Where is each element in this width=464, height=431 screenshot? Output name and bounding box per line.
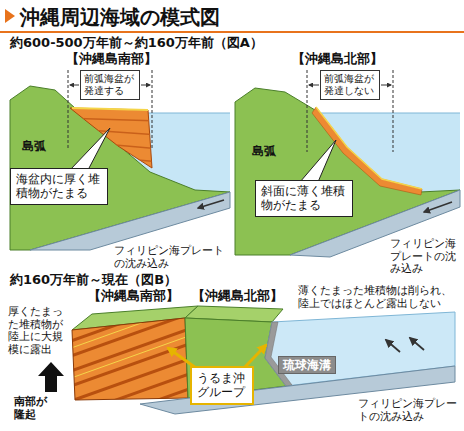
island-arc-label: 島弧 <box>22 140 46 154</box>
panel-heading: 約600-500万年前～約160万年前（図A） <box>10 36 263 51</box>
plate-motion-arrow <box>198 200 224 208</box>
plate-label: フィリピン海プレートの沈み込み <box>358 398 460 423</box>
callout-tail <box>70 128 110 170</box>
area-heading: 【沖縄島南部】 <box>66 52 157 67</box>
sediment-layer <box>60 140 160 149</box>
uplift-label: 南部が隆起 <box>14 396 52 421</box>
title-marker <box>5 9 15 23</box>
trench-badge: 琉球海溝 <box>278 356 336 374</box>
area-heading: 【沖縄島南部】 <box>88 289 179 304</box>
pointer-arrow <box>244 345 266 368</box>
annotation-box: 前弧海盆が発達しない <box>320 70 380 100</box>
box-text: 前弧海盆が発達する <box>84 73 136 97</box>
pointer-arrow <box>168 348 196 368</box>
callout-box: 海盆内に厚く堆積物がたまる <box>10 168 108 205</box>
group-box: うるま沖グループ <box>190 366 254 405</box>
callout-box: 斜面に薄く堆積物がたまる <box>255 180 353 217</box>
box-text: うるま沖グループ <box>197 371 247 400</box>
sediment-layer <box>60 325 200 375</box>
panel-heading: 約160万年前～現在（図B） <box>10 273 177 288</box>
south-exposed-sediment <box>72 318 188 400</box>
bracket-arrow <box>309 85 319 86</box>
box-text: 斜面に薄く堆積物がたまる <box>261 184 347 213</box>
sediment-top <box>72 108 148 110</box>
bracket-dash <box>152 70 153 150</box>
sediment-layer <box>60 302 200 352</box>
area-heading: 【沖縄島北部】 <box>292 52 383 67</box>
diagram-title: 沖縄周辺海域の模式図 <box>20 4 220 31</box>
bracket-arrow <box>381 85 391 86</box>
island-arc-label: 島弧 <box>252 145 276 159</box>
area-heading: 【沖縄島北部】 <box>192 289 283 304</box>
box-text: 琉球海溝 <box>283 358 331 372</box>
box-text: 海盆内に厚く堆積物がたまる <box>16 172 102 201</box>
island-arc <box>235 88 460 255</box>
note-text: 薄くたまった堆積物は削られ、陸上ではほとんど露出しない <box>298 285 456 310</box>
bracket-dash <box>68 70 69 150</box>
thin-sediment <box>265 322 292 386</box>
plate-motion-arrow <box>410 338 424 350</box>
bracket-dash <box>307 70 308 152</box>
annotation-box: 前弧海盆が発達する <box>80 70 140 100</box>
sediment-layers <box>60 118 160 162</box>
sediment-layer <box>60 310 200 360</box>
sediment-layer <box>60 332 200 382</box>
plate-label: フィリピン海プレートの沈み込み <box>390 238 458 276</box>
bracket-arrow <box>70 85 79 86</box>
sediment-layer <box>60 355 200 405</box>
plate-motion-arrow <box>424 202 452 212</box>
plate-motion-arrow <box>386 340 400 352</box>
south-block-outline <box>72 318 188 400</box>
bracket-dash <box>393 70 394 152</box>
callout-tail <box>300 140 336 182</box>
uplift-arrow <box>38 362 64 392</box>
bracket-arrow <box>141 85 150 86</box>
sea-surface <box>310 113 460 114</box>
sediment-layer <box>60 118 160 121</box>
title-rule <box>0 31 464 33</box>
sediment-layer <box>60 153 160 162</box>
plate-label: フィリピン海プレートの沈み込み <box>114 245 228 270</box>
sediment-layer <box>60 340 200 390</box>
island-arc <box>10 86 230 250</box>
box-text: 前弧海盆が発達しない <box>324 73 376 97</box>
note-text: 厚くたまった堆積物が陸上に大規模に露出 <box>8 306 68 357</box>
